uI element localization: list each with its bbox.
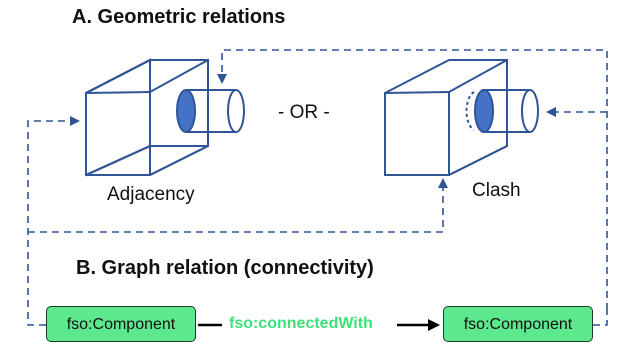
section-a-title: A. Geometric relations <box>72 6 286 28</box>
adjacency-pipe-drawing <box>176 89 245 133</box>
clash-pipe-drawing <box>465 89 539 133</box>
clash-caption: Clash <box>472 180 521 201</box>
edge-label: fso:connectedWith <box>229 315 373 332</box>
section-b-title: B. Graph relation (connectivity) <box>76 257 374 279</box>
or-separator: - OR - <box>278 102 330 123</box>
clash-box-drawing <box>384 59 508 176</box>
adjacency-box-drawing <box>85 58 209 177</box>
dashed-loop-connectors <box>27 49 608 326</box>
target-component-node: fso:Component <box>443 306 593 342</box>
source-component-node: fso:Component <box>46 306 196 342</box>
adjacency-caption: Adjacency <box>107 184 195 205</box>
